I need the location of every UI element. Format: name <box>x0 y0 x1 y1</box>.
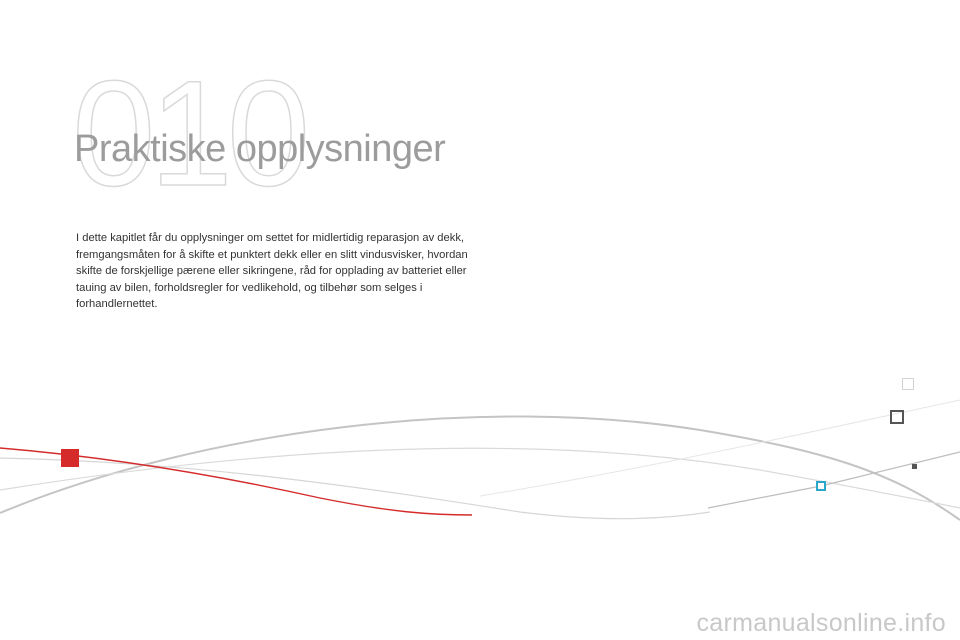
chapter-title: Praktiske opplysninger <box>74 128 446 170</box>
swoosh-line-gray-2 <box>0 447 960 509</box>
swoosh-line-gray-1 <box>0 415 960 521</box>
square-outline-dark-icon <box>890 410 904 424</box>
square-outline-light-icon <box>902 378 914 390</box>
chapter-number: 010 <box>71 49 311 217</box>
swoosh-line-gray-5 <box>707 451 960 509</box>
chapter-intro-text: I dette kapitlet får du opplysninger om … <box>76 232 468 311</box>
swoosh-line-red <box>0 447 473 516</box>
square-outline-blue-icon <box>816 481 826 491</box>
watermark-text: carmanualsonline.info <box>696 609 946 637</box>
swoosh-line-gray-3 <box>0 457 711 520</box>
square-filled-red-icon <box>61 449 79 467</box>
square-filled-small-icon <box>912 464 917 469</box>
swoosh-line-gray-4 <box>479 399 960 497</box>
